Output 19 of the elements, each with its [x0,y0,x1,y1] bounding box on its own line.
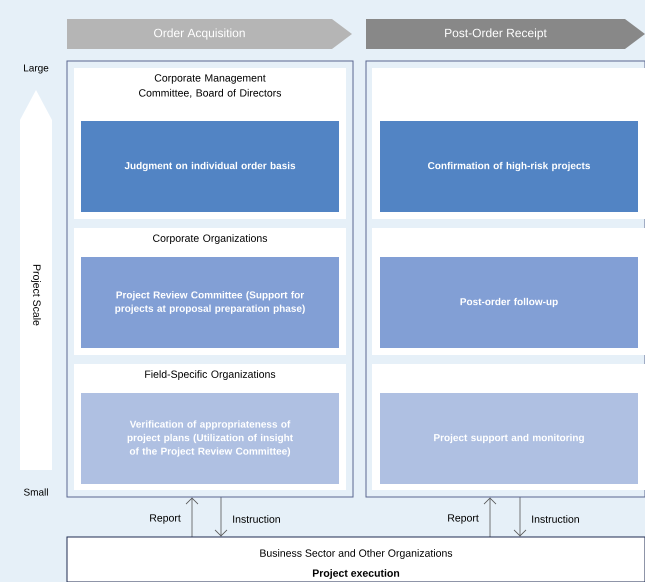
column-frame [66,60,354,498]
scale-label: Large [24,64,48,74]
action-box: Post-order follow-up [380,257,638,348]
phase-chevron: Order Acquisition [67,19,352,49]
arrow [214,497,228,536]
edge-label: Instruction [530,514,581,524]
edge-label: Instruction [231,514,282,524]
organization-box: Business Sector and Other Organizations Project execution [66,536,645,582]
arrow [514,497,526,536]
axis-title: Project Scale [31,264,41,326]
arrow [484,498,496,537]
action-box: Project Review Committee (Support for projects at proposal preparation phase) [81,257,339,348]
arrow [186,498,198,537]
action-box: Verification of appropriateness of project plans (Utilization of insight of the Project Review Committee) [81,393,339,484]
scale-label: Small [24,488,48,496]
action-box: Judgment on individual order basis [81,121,339,212]
action-box: Project support and monitoring [380,393,638,484]
action-box: Confirmation of high-risk projects [380,121,638,212]
phase-chevron: Post-Order Receipt [366,19,645,49]
